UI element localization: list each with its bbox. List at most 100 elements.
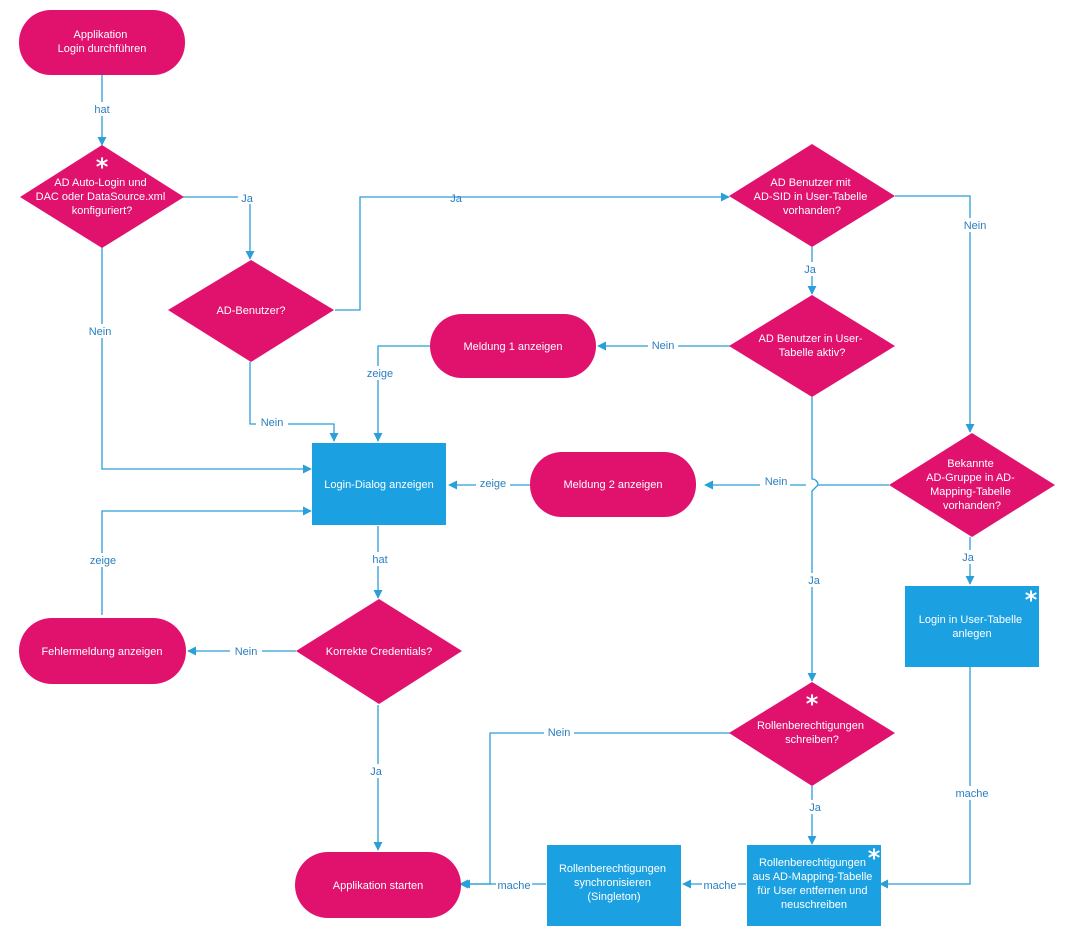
edge-label-hat-2: hat — [372, 554, 387, 566]
svg-text:Login in User-Tabelle an: Login in User-Tabelle anlegen — [919, 614, 1025, 640]
edge-label-ja-3: Ja — [804, 264, 817, 276]
svg-text:Applikation starten: Applikation starten — [333, 880, 424, 892]
edge-label-ja-7: Ja — [808, 575, 821, 587]
decision-ad-benutzer[interactable]: AD-Benutzer? — [168, 260, 334, 362]
meldung-1-terminal[interactable]: Meldung 1 anzeigen — [430, 314, 596, 378]
decision-autologin-line-2: DAC oder DataSource.xml — [36, 191, 166, 203]
login-dialog-process[interactable]: Login-Dialog anzeigen — [312, 443, 446, 525]
login-anlegen-line-2: anlegen — [952, 628, 991, 640]
decision-ad-sid-line-3: vorhanden? — [783, 205, 841, 217]
login-anlegen-process[interactable]: * Login in User-Tabelle anlegen — [905, 586, 1039, 667]
edge-label-ja-4: Ja — [962, 552, 975, 564]
sync-process[interactable]: Rollenberechtigungen synchronisieren (Si… — [547, 845, 681, 926]
decision-autologin-line-3: konfiguriert? — [72, 205, 133, 217]
decision-ad-benutzer-label: AD-Benutzer? — [216, 305, 285, 317]
rollen-mapping-line-1: Rollenberechtigungen — [759, 857, 866, 869]
fehlermeldung-terminal[interactable]: Fehlermeldung anzeigen — [19, 618, 186, 684]
edge-nein-autologin — [101, 247, 312, 474]
svg-text:Rollenberechtigungen syn: Rollenberechtigungen synchronisieren (Si… — [559, 863, 669, 903]
edge-label-ja-2: Ja — [450, 193, 463, 205]
svg-text:Bekannte AD-Gruppe in AD: Bekannte AD-Gruppe in AD- Mapping-Tabell… — [926, 458, 1018, 512]
svg-text:Meldung 1 anzeigen: Meldung 1 anzeigen — [463, 341, 562, 353]
edge-label-nein-7: Nein — [548, 727, 571, 739]
decision-rollen-schreiben[interactable]: * Rollenberechtigungen schreiben? — [729, 682, 895, 786]
svg-text:Korrekte Credentials?: Korrekte Credentials? — [326, 646, 432, 658]
svg-text:AD Benutzer mit AD-SID i: AD Benutzer mit AD-SID in User-Tabelle v… — [754, 177, 871, 217]
decision-rollen-line-1: Rollenberechtigungen — [757, 720, 864, 732]
rollen-mapping-line-3: für User entfernen und — [757, 885, 867, 897]
rollen-mapping-process[interactable]: * Rollenberechtigungen aus AD-Mapping-Ta… — [747, 844, 881, 926]
asterisk-icon: * — [1025, 586, 1038, 614]
svg-text:AD-Benutzer?: AD-Benutzer? — [216, 305, 285, 317]
svg-text:Applikation Login durchf: Applikation Login durchführen — [58, 29, 147, 55]
start-terminal-line-1: Applikation — [74, 29, 128, 41]
decision-autologin-line-1: AD Auto-Login und — [54, 177, 146, 189]
decision-aktiv-line-1: AD Benutzer in User- — [759, 333, 863, 345]
decision-rollen-line-2: schreiben? — [785, 734, 839, 746]
decision-credentials[interactable]: Korrekte Credentials? — [296, 599, 462, 704]
sync-line-3: (Singleton) — [587, 891, 640, 903]
sync-line-1: Rollenberechtigungen — [559, 863, 666, 875]
svg-text:Rollenberechtigungen aus: Rollenberechtigungen aus AD-Mapping-Tabe… — [753, 857, 876, 911]
fehlermeldung-label: Fehlermeldung anzeigen — [41, 646, 162, 658]
decision-ad-gruppe[interactable]: Bekannte AD-Gruppe in AD- Mapping-Tabell… — [889, 433, 1055, 537]
edge-ja-adbenutzer — [335, 192, 730, 311]
edge-zeige-meldung1 — [373, 345, 430, 442]
svg-text:AD Auto-Login und DAC od: AD Auto-Login und DAC oder DataSource.xm… — [36, 177, 169, 217]
rollen-mapping-line-4: neuschreiben — [781, 899, 847, 911]
app-starten-terminal[interactable]: Applikation starten — [295, 852, 461, 918]
svg-text:Login-Dialog anzeigen: Login-Dialog anzeigen — [324, 479, 433, 491]
decision-aktiv[interactable]: AD Benutzer in User- Tabelle aktiv? — [729, 295, 895, 397]
edge-label-ja-5: Ja — [370, 766, 383, 778]
login-anlegen-line-1: Login in User-Tabelle — [919, 614, 1022, 626]
app-starten-label: Applikation starten — [333, 880, 424, 892]
decision-ad-gruppe-line-2: AD-Gruppe in AD- — [926, 472, 1015, 484]
meldung-2-terminal[interactable]: Meldung 2 anzeigen — [530, 452, 696, 517]
decision-ad-sid[interactable]: AD Benutzer mit AD-SID in User-Tabelle v… — [729, 144, 895, 247]
edge-label-nein-4: Nein — [652, 340, 675, 352]
rollen-mapping-line-2: aus AD-Mapping-Tabelle — [753, 871, 873, 883]
edge-label-mache-1: mache — [955, 788, 988, 800]
edge-label-nein-1: Nein — [89, 326, 112, 338]
login-dialog-label: Login-Dialog anzeigen — [324, 479, 433, 491]
edge-label-hat-1: hat — [94, 104, 109, 116]
edge-label-ja-6: Ja — [809, 802, 822, 814]
start-terminal-line-2: Login durchführen — [58, 43, 147, 55]
svg-text:Fehlermeldung anzeigen: Fehlermeldung anzeigen — [41, 646, 162, 658]
edge-ja-autologin — [183, 196, 255, 260]
decision-autologin[interactable]: * AD Auto-Login und DAC oder DataSource.… — [20, 145, 184, 248]
asterisk-icon: * — [96, 153, 109, 181]
edge-nein-adsid — [895, 195, 975, 433]
edge-zeige-fehler — [101, 506, 312, 615]
edge-label-zeige-1: zeige — [367, 368, 393, 380]
edge-ja-aktiv — [807, 397, 819, 682]
svg-text:Meldung 2 anzeigen: Meldung 2 anzeigen — [563, 479, 662, 491]
decision-ad-gruppe-line-4: vorhanden? — [943, 500, 1001, 512]
svg-text:Rollenberechtigungen sch: Rollenberechtigungen schreiben? — [757, 720, 867, 746]
asterisk-icon: * — [868, 844, 881, 872]
edge-label-nein-6: Nein — [235, 646, 258, 658]
edge-label-ja-1: Ja — [241, 193, 254, 205]
asterisk-icon: * — [806, 690, 819, 718]
edge-label-nein-5: Nein — [765, 476, 788, 488]
edge-label-mache-3: mache — [497, 880, 530, 892]
edge-nein-adbenutzer — [249, 362, 339, 442]
decision-credentials-label: Korrekte Credentials? — [326, 646, 432, 658]
svg-text:AD Benutzer in User- Tab: AD Benutzer in User- Tabelle aktiv? — [759, 333, 866, 359]
meldung-1-label: Meldung 1 anzeigen — [463, 341, 562, 353]
sync-line-2: synchronisieren — [574, 877, 651, 889]
start-terminal[interactable]: Applikation Login durchführen — [19, 10, 185, 75]
decision-ad-sid-line-1: AD Benutzer mit — [770, 177, 850, 189]
decision-ad-gruppe-line-3: Mapping-Tabelle — [930, 486, 1011, 498]
decision-ad-sid-line-2: AD-SID in User-Tabelle — [754, 191, 868, 203]
edge-mache-anlegen — [879, 667, 971, 889]
meldung-2-label: Meldung 2 anzeigen — [563, 479, 662, 491]
edge-label-mache-2: mache — [703, 880, 736, 892]
edge-label-nein-3: Nein — [964, 220, 987, 232]
edge-label-nein-2: Nein — [261, 417, 284, 429]
decision-aktiv-line-2: Tabelle aktiv? — [779, 347, 846, 359]
edge-label-zeige-3: zeige — [90, 555, 116, 567]
edge-label-zeige-2: zeige — [480, 478, 506, 490]
